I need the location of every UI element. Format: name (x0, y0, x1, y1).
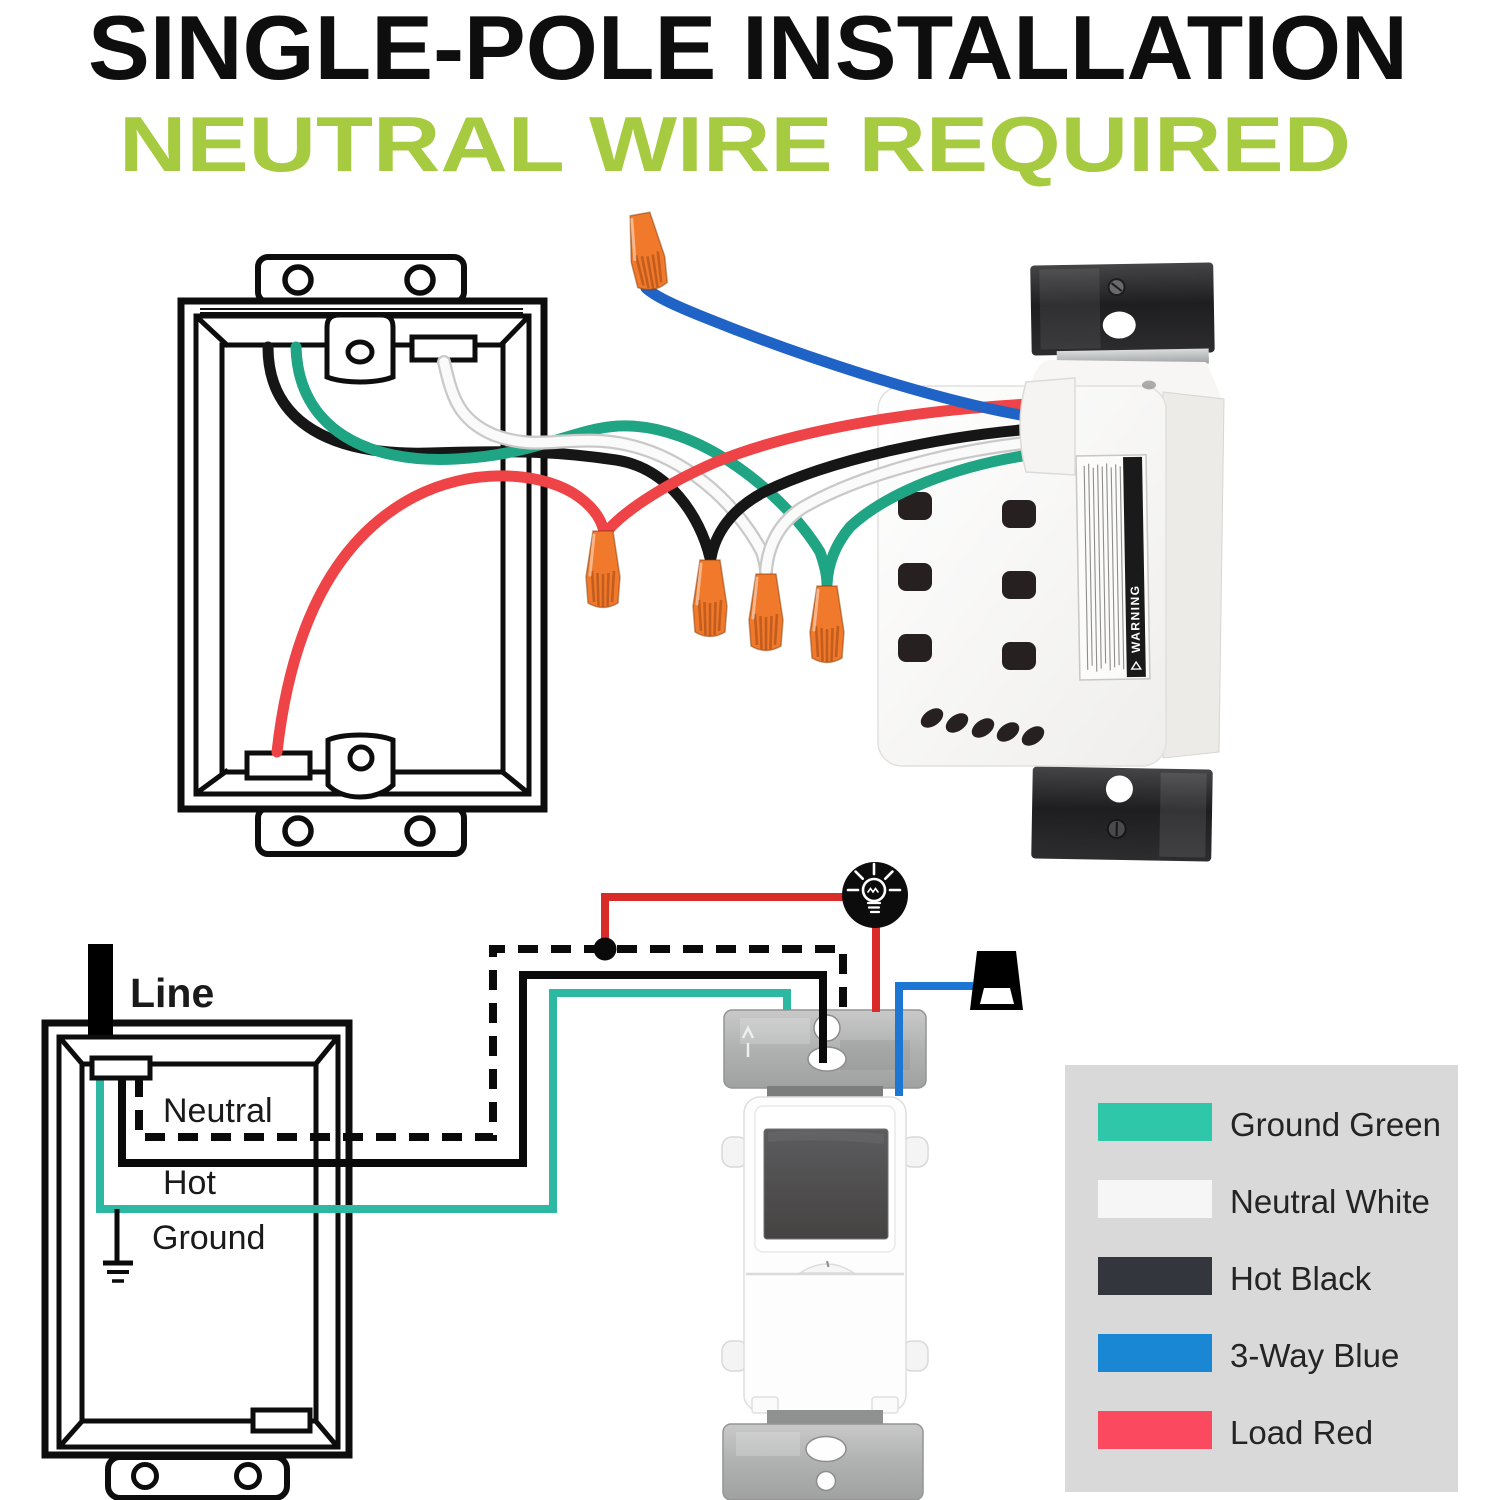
screen-glare (768, 1130, 884, 1144)
legend-label-load-red: Load Red (1230, 1414, 1373, 1451)
page-subtitle: NEUTRAL WIRE REQUIRED (119, 100, 1351, 188)
line-label: Line (130, 970, 214, 1016)
neutral-label: Neutral (163, 1092, 273, 1130)
terminal-holes (898, 492, 1036, 670)
box-bevel-corners (196, 316, 529, 795)
body-bottom-tab (871, 1396, 899, 1414)
line-box-opening (79, 1061, 319, 1424)
device-load-red-wire (602, 398, 1036, 536)
junction-dot (593, 937, 617, 961)
box-top-tab-hole (404, 264, 436, 296)
line-box-clamp-top (89, 1055, 153, 1081)
lamp-shade-icon (970, 951, 1023, 1010)
box-load-red-wire (271, 470, 609, 758)
wire-nut-black (691, 558, 729, 638)
junction-box-drawing (177, 254, 548, 857)
box-bottom-tab-hole (404, 815, 436, 847)
device-side-face (1162, 391, 1225, 759)
device-hot-black-wire (705, 423, 1038, 564)
warning-label: WARNING (1075, 454, 1151, 681)
legend-label-ground-green: Ground Green (1230, 1106, 1441, 1143)
strap-hole-round (815, 1470, 837, 1492)
device-3way-blue-wire (640, 282, 1038, 423)
legend: Ground Green Neutral White Hot Black 3-W… (1065, 1065, 1458, 1492)
legend-label-hot-black: Hot Black (1230, 1260, 1372, 1297)
three-way-blue-line (895, 982, 973, 1096)
hot-line (118, 971, 827, 1167)
wire-nut-green (808, 584, 846, 664)
legend-swatch-load-red (1098, 1411, 1212, 1449)
timer-lcd-screen (763, 1128, 889, 1240)
wire-entry-flap (1019, 377, 1076, 476)
line-box-tab-hole (131, 1462, 159, 1490)
line-box-tab-hole (234, 1462, 262, 1490)
front-timer-strap-bottom (722, 1423, 924, 1500)
wire-nut-white (747, 572, 785, 652)
box-bottom-tab-hole (282, 815, 314, 847)
device-ground-green-wire (821, 448, 1042, 590)
strap-screw-hole (1102, 311, 1136, 339)
legend-swatch-ground-green (1098, 1103, 1212, 1141)
timer-switch-front-view (721, 1096, 929, 1500)
line-box-drawing: Line (41, 944, 353, 1500)
mounting-strap-bottom (1031, 766, 1213, 862)
door-pull-tick (826, 1260, 830, 1268)
legend-swatch-3way-blue (1098, 1334, 1212, 1372)
junction-wires (262, 282, 1076, 758)
box-top-tab-hole (282, 264, 314, 296)
line-box-bevels (59, 1037, 338, 1447)
strap-tab-bottom (767, 1410, 883, 1424)
warning-triangle-icon (1130, 660, 1143, 670)
light-bulb-icon (842, 862, 908, 928)
mounting-strap-top (1030, 262, 1215, 367)
legend-label-3way-blue: 3-Way Blue (1230, 1337, 1399, 1374)
device-neutral-white-wire (761, 437, 1039, 576)
schematic-wires (89, 893, 973, 1283)
line-box-clamp (250, 1407, 313, 1434)
strap-arrow-mark (741, 1025, 755, 1057)
neutral-dashed-line (135, 945, 847, 1141)
ground-line (96, 989, 791, 1213)
device-side-ears (721, 1136, 929, 1372)
strap-hole-oval (805, 1435, 847, 1463)
line-box-outer (41, 1019, 353, 1459)
timer-switch-back-view: WARNING (877, 262, 1225, 862)
box-top-screw-hole (345, 339, 375, 365)
ground-label: Ground (152, 1219, 265, 1257)
legend-swatch-hot-black (1098, 1257, 1212, 1295)
device-top-hole (1142, 380, 1156, 390)
schematic-labels: Neutral Hot Ground (152, 1092, 273, 1257)
wire-nut-red (584, 529, 622, 609)
wire-release-holes (920, 708, 1045, 746)
load-red-line (601, 893, 880, 1012)
line-box-inner (56, 1034, 341, 1450)
legend-swatch-neutral-white (1098, 1180, 1212, 1218)
strap-screw-hole (1105, 775, 1133, 803)
line-service-cable (88, 944, 113, 1035)
warning-label-fine-print (1083, 463, 1125, 672)
hot-label: Hot (163, 1164, 216, 1202)
wire-nut-blue-capped (621, 209, 672, 294)
box-outer-wall (177, 297, 548, 813)
box-ground-green-wire (290, 341, 833, 590)
warning-band (1123, 456, 1146, 678)
ground-symbol (103, 1260, 133, 1283)
box-bottom-screw-hole (347, 744, 375, 772)
legend-label-neutral-white: Neutral White (1230, 1183, 1430, 1220)
warning-title: WARNING (1128, 584, 1143, 653)
body-bottom-tab (751, 1396, 779, 1414)
page-title: SINGLE-POLE INSTALLATION (88, 0, 1408, 99)
strap-tab (767, 1086, 883, 1099)
